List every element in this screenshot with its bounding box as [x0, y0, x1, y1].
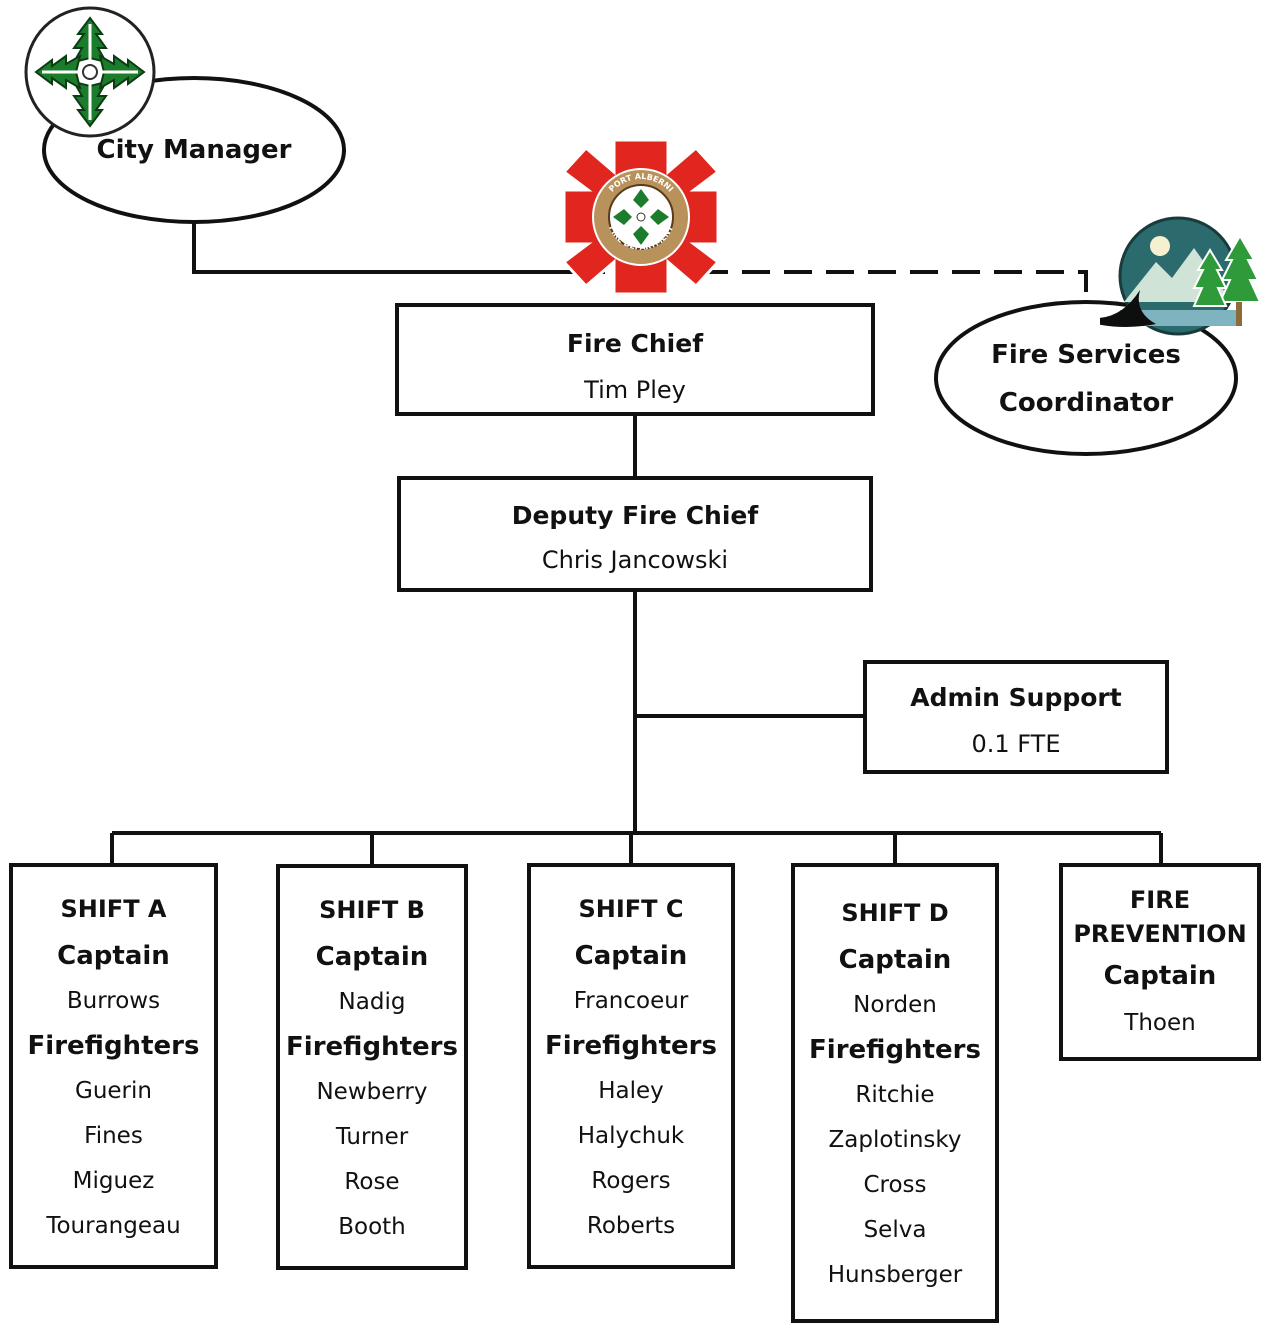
shift-c-firefighter: Halychuk	[577, 1123, 685, 1149]
shift-d-firefighter: Zaplotinsky	[828, 1127, 962, 1153]
fire-chief-title: Fire Chief	[566, 329, 704, 358]
shift-b-firefighter: Rose	[344, 1169, 400, 1195]
shift-a-firefighter: Fines	[84, 1123, 143, 1149]
shift-a-box: SHIFT A Captain Burrows Firefighters Gue…	[9, 863, 218, 1269]
shift-c-title: SHIFT C	[578, 895, 684, 923]
admin-support-title: Admin Support	[910, 683, 1122, 712]
shift-b-firefighter: Newberry	[316, 1079, 428, 1105]
shift-a-captain-label: Captain	[57, 941, 170, 971]
fire-department-seal-icon: PORT ALBERNI FIRE DEPARTMENT	[561, 138, 721, 296]
coordinator-label-line1: Fire Services	[991, 340, 1181, 370]
shift-c-firefighters-label: Firefighters	[545, 1031, 717, 1061]
shift-b-title: SHIFT B	[319, 896, 425, 924]
shift-d-firefighter: Selva	[863, 1217, 927, 1243]
fire-chief-name: Tim Pley	[584, 376, 686, 404]
shift-d-firefighter: Hunsberger	[827, 1262, 963, 1288]
shift-b-box: SHIFT B Captain Nadig Firefighters Newbe…	[276, 864, 468, 1270]
deputy-fire-chief-name: Chris Jancowski	[541, 546, 729, 574]
shift-b-firefighter: Turner	[335, 1124, 409, 1150]
fire-prevention-captain: Thoen	[1124, 1010, 1196, 1036]
fire-prevention-title-line2: PREVENTION	[1073, 920, 1247, 948]
admin-support-value: 0.1 FTE	[971, 730, 1061, 758]
shift-c-captain-label: Captain	[574, 941, 688, 971]
shift-b-firefighter: Booth	[338, 1214, 406, 1240]
deputy-fire-chief-title: Deputy Fire Chief	[511, 501, 759, 530]
fire-prevention-title-line1: FIRE	[1129, 886, 1191, 914]
shift-c-captain: Francoeur	[573, 988, 689, 1014]
shift-d-captain-label: Captain	[838, 945, 952, 975]
city-logo-icon	[24, 6, 156, 138]
shift-c-firefighter: Haley	[598, 1078, 664, 1104]
regional-district-logo-icon	[1100, 216, 1260, 336]
shift-a-captain: Burrows	[66, 988, 161, 1014]
shift-d-box: SHIFT D Captain Norden Firefighters Ritc…	[791, 863, 999, 1323]
admin-support-box: Admin Support 0.1 FTE	[863, 660, 1169, 774]
shift-c-firefighter: Roberts	[586, 1213, 676, 1239]
city-manager-connector	[192, 222, 605, 274]
shift-a-title: SHIFT A	[60, 895, 167, 923]
coordinator-label: Fire Services Coordinator	[946, 331, 1226, 427]
fire-chief-box: Fire Chief Tim Pley	[395, 303, 875, 416]
coordinator-ellipse	[934, 300, 1238, 456]
shift-b-firefighters-label: Firefighters	[286, 1032, 458, 1062]
fire-prevention-captain-label: Captain	[1103, 961, 1217, 991]
shift-a-firefighter: Miguez	[72, 1168, 155, 1194]
coordinator-dashed-connector	[700, 270, 1088, 300]
shift-b-captain-label: Captain	[315, 942, 429, 972]
shift-d-firefighter: Ritchie	[855, 1082, 935, 1108]
shift-a-firefighter: Tourangeau	[46, 1213, 181, 1239]
fire-prevention-box: FIRE PREVENTION Captain Thoen	[1059, 863, 1261, 1061]
city-manager-label: City Manager	[96, 135, 292, 165]
deputy-fire-chief-box: Deputy Fire Chief Chris Jancowski	[397, 476, 873, 592]
shift-d-captain: Norden	[853, 992, 937, 1018]
shift-c-box: SHIFT C Captain Francoeur Firefighters H…	[527, 863, 735, 1269]
shift-d-firefighters-label: Firefighters	[809, 1035, 981, 1065]
shift-d-firefighter: Cross	[863, 1172, 927, 1198]
shift-b-captain: Nadig	[338, 989, 406, 1015]
coordinator-label-line2: Coordinator	[998, 388, 1174, 418]
shift-d-title: SHIFT D	[841, 899, 949, 927]
shift-a-firefighter: Guerin	[75, 1078, 152, 1104]
shift-c-firefighter: Rogers	[591, 1168, 671, 1194]
shift-a-firefighters-label: Firefighters	[27, 1031, 200, 1061]
